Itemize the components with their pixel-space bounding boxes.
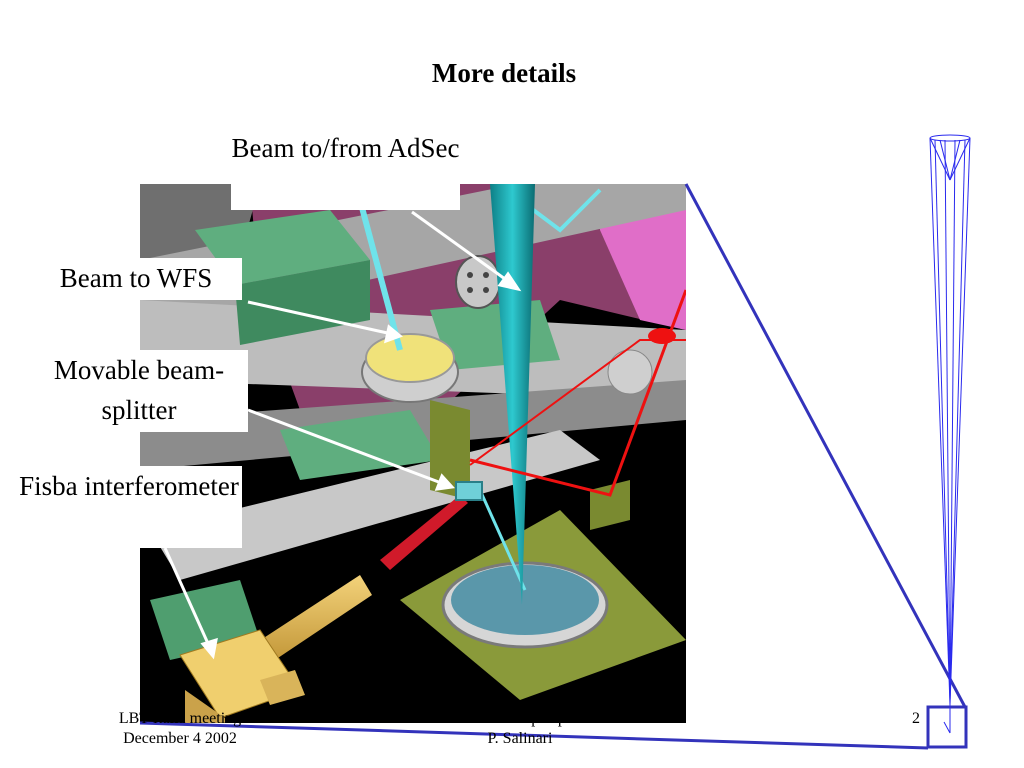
label-beam-wfs-text: Beam to WFS bbox=[59, 263, 213, 293]
label-fisba-interferometer: Fisba interferometer bbox=[16, 466, 242, 548]
footer-left: LBT Italia meeting December 4 2002 bbox=[70, 709, 290, 749]
label-movable-beam-splitter: Movable beam-splitter bbox=[30, 350, 248, 432]
footer-center-line1: LBT status and perspectives bbox=[429, 710, 611, 727]
page-number: 2 bbox=[912, 710, 920, 727]
label-fisba-interferometer-text: Fisba interferometer bbox=[19, 471, 239, 501]
callout-arrows bbox=[163, 210, 522, 660]
render-panel bbox=[140, 184, 686, 723]
label-beam-adsec: Beam to/from AdSec bbox=[231, 128, 460, 210]
label-beam-wfs: Beam to WFS bbox=[30, 258, 242, 300]
label-movable-beam-splitter-text: Movable beam-splitter bbox=[53, 355, 225, 425]
ray-trace-diagram bbox=[929, 134, 971, 734]
slide-title: More details bbox=[431, 58, 577, 88]
footer-center-line2: P. Salinari bbox=[487, 730, 553, 747]
footer-left-line1: LBT Italia meeting bbox=[118, 710, 242, 727]
footer-center: LBT status and perspectives P. Salinari bbox=[380, 709, 660, 749]
label-beam-adsec-text: Beam to/from AdSec bbox=[231, 133, 460, 163]
zoom-callout-frame bbox=[139, 183, 968, 750]
footer-left-line2: December 4 2002 bbox=[123, 730, 237, 747]
